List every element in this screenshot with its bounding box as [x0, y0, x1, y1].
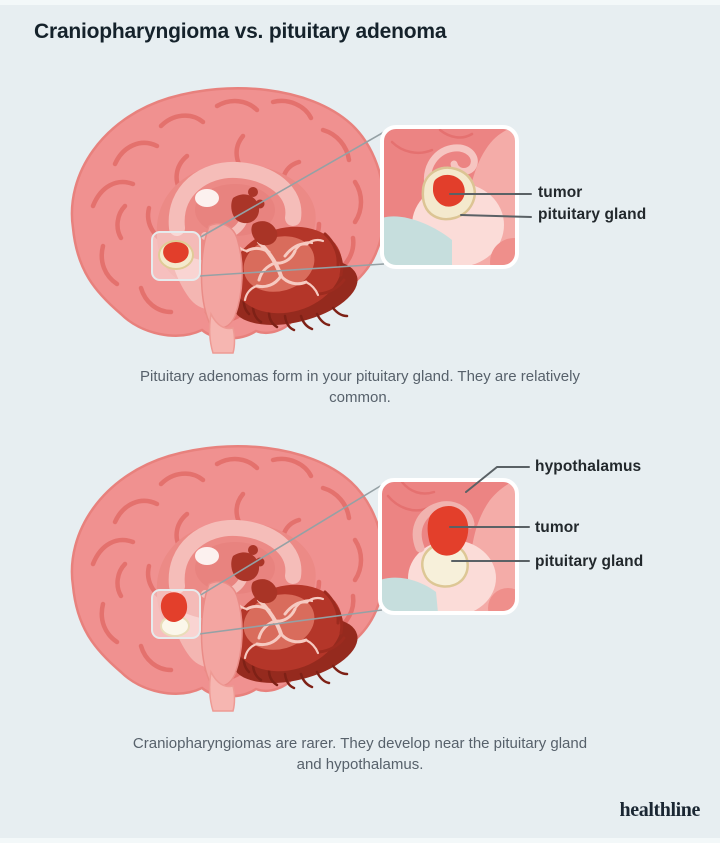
pituitary-leader-line — [460, 214, 532, 218]
tumor-shape — [433, 174, 465, 207]
pituitary-callout-box — [151, 589, 201, 639]
inset-zoom-box — [380, 125, 519, 269]
top-edge-strip — [0, 0, 720, 5]
label-tumor-2: tumor — [535, 519, 580, 536]
hypothalamus-leader-line — [465, 466, 530, 493]
label-pituitary-gland-2: pituitary gland — [535, 553, 644, 570]
label-pituitary-gland-1: pituitary gland — [538, 206, 647, 223]
hypothalamus-swirl — [412, 501, 475, 553]
pituitary-callout-box — [151, 231, 201, 281]
callout-connector-lines — [198, 131, 385, 277]
label-leader-lines — [449, 193, 532, 218]
page-title: Craniopharyngioma vs. pituitary adenoma — [34, 20, 447, 43]
label-hypothalamus: hypothalamus — [535, 458, 642, 475]
label-leader-lines — [449, 466, 530, 562]
pituitary-adenoma-figure — [0, 70, 532, 370]
tumor-shape — [427, 505, 469, 556]
healthline-logo: healthline — [619, 799, 701, 821]
inset-zoom-box — [378, 478, 519, 615]
label-tumor-1: tumor — [538, 184, 583, 201]
bottom-edge-strip — [0, 838, 720, 843]
callout-connector-lines — [198, 484, 383, 635]
csf-area — [382, 216, 452, 267]
caption-pituitary-adenoma: Pituitary adenomas form in your pituitar… — [140, 368, 580, 406]
caption-craniopharyngioma: Craniopharyngiomas are rarer. They devel… — [132, 735, 588, 773]
csf-area — [380, 577, 438, 613]
tumor-mini — [163, 242, 189, 264]
craniopharyngioma-figure — [0, 430, 530, 740]
tumor-mini — [160, 592, 188, 623]
